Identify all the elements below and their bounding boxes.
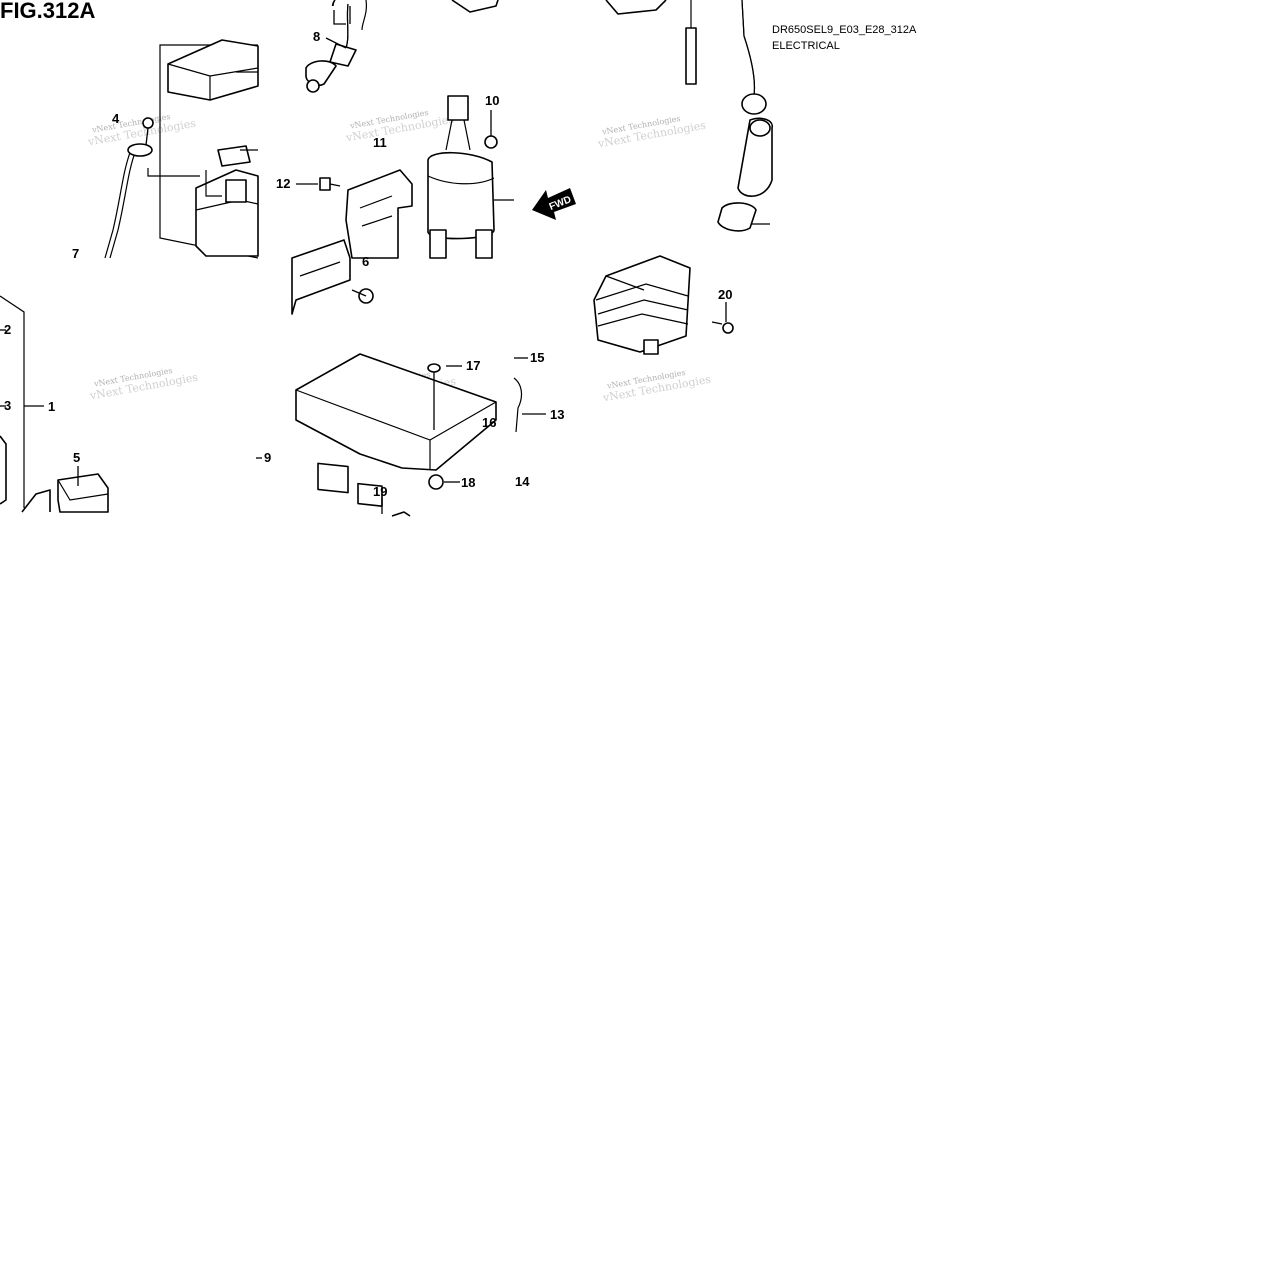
model-code: DR650SEL9_E03_E28_312A <box>772 24 917 36</box>
regulator-rectifier <box>593 255 734 355</box>
cover-5 <box>21 466 109 513</box>
ecm-unit <box>295 353 497 517</box>
bolt-12 <box>296 177 341 191</box>
callout-13: 13 <box>550 407 564 422</box>
callout-12: 12 <box>276 176 290 191</box>
group-name: ELECTRICAL <box>772 40 840 52</box>
callout-16: 16 <box>482 415 496 430</box>
callouts: 1 2 3 4 5 6 7 7 8 9 10 11 12 13 14 15 16… <box>4 0 732 499</box>
callout-10: 10 <box>485 93 499 108</box>
callout-1: 1 <box>48 399 55 414</box>
sensor-13 <box>513 357 546 433</box>
ignition-coil <box>427 95 514 259</box>
watermark-6: vNext Technologies vNext Technologies <box>601 368 712 405</box>
callout-8: 8 <box>313 29 320 44</box>
callout-6: 6 <box>362 254 369 269</box>
callout-7-top: 7 <box>330 0 337 9</box>
fuse-box-assembly <box>159 39 259 259</box>
callout-17: 17 <box>466 358 480 373</box>
fwd-arrow: FWD <box>532 188 576 220</box>
callout-9: 9 <box>264 450 271 465</box>
callout-18: 18 <box>461 475 475 490</box>
watermark-3: vNext Technologies vNext Technologies <box>596 114 707 151</box>
callout-20: 20 <box>718 287 732 302</box>
vent-hose <box>605 0 697 85</box>
plug-cap-hose <box>305 0 499 93</box>
ignition-coil-bracket <box>291 169 413 315</box>
callout-11: 11 <box>373 135 387 150</box>
callout-2: 2 <box>4 322 11 337</box>
figure-title: FIG.312A <box>0 0 95 23</box>
callout-3: 3 <box>4 398 11 413</box>
callout-19: 19 <box>373 484 387 499</box>
callout-7: 7 <box>72 246 79 261</box>
high-tension-lead <box>717 0 773 232</box>
callout-5: 5 <box>73 450 80 465</box>
callout-15: 15 <box>530 350 544 365</box>
watermark-1: vNext Technologies vNext Technologies <box>86 112 197 149</box>
callout-14: 14 <box>515 474 530 489</box>
relay-bracket <box>0 295 44 508</box>
battery-cable <box>104 117 200 259</box>
watermark-2: vNext Technologies vNext Technologies <box>344 108 455 145</box>
callout-4: 4 <box>112 111 120 126</box>
watermark-4: vNext Technologies vNext Technologies <box>88 366 199 403</box>
